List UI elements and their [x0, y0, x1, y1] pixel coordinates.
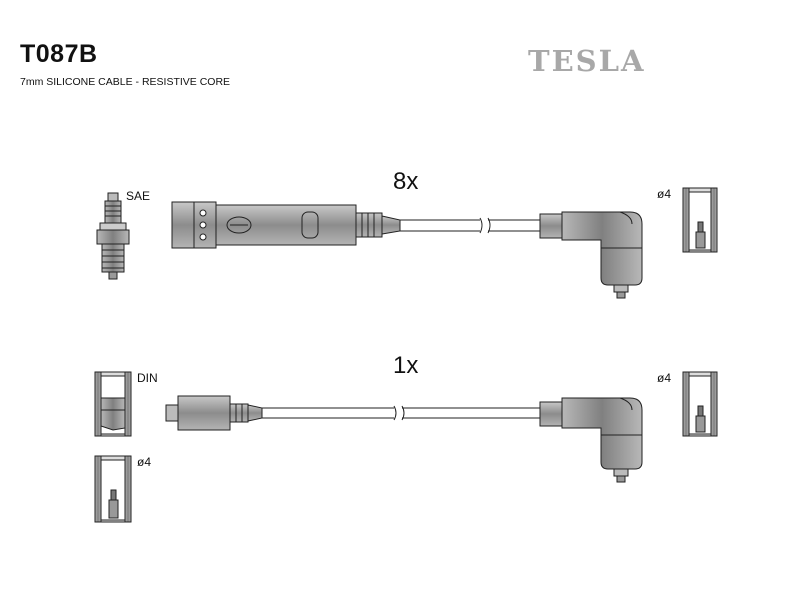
lead-2-distributor-tower-icon: [682, 371, 718, 437]
lead-1-distributor-tower-icon: [682, 187, 718, 253]
brand-logo: TESLA: [528, 44, 646, 78]
lead-1-distributor-boot: [539, 211, 643, 299]
lead-2-quantity: 1x: [393, 352, 419, 379]
din-label: DIN: [137, 371, 158, 385]
lead-2-d4-label: ø4: [657, 371, 672, 385]
cable-description: 7mm SILICONE CABLE - RESISTIVE CORE: [20, 76, 231, 88]
lead-1-d4-label: ø4: [657, 187, 672, 201]
sae-label: SAE: [126, 189, 151, 203]
lead-1-plug-boot: [171, 201, 401, 249]
din-coil-tower-icon: [94, 371, 132, 437]
spark-plug-icon: [96, 192, 130, 280]
alt-coil-tower-icon: [94, 455, 132, 523]
part-number: T087B: [20, 40, 98, 68]
lead-1-cable: [400, 217, 540, 234]
lead-2-distributor-boot: [539, 397, 643, 483]
alt-d4-label: ø4: [137, 455, 152, 469]
lead-1-quantity: 8x: [393, 168, 419, 195]
lead-2-coil-boot: [165, 395, 263, 431]
lead-2-cable: [262, 405, 540, 421]
